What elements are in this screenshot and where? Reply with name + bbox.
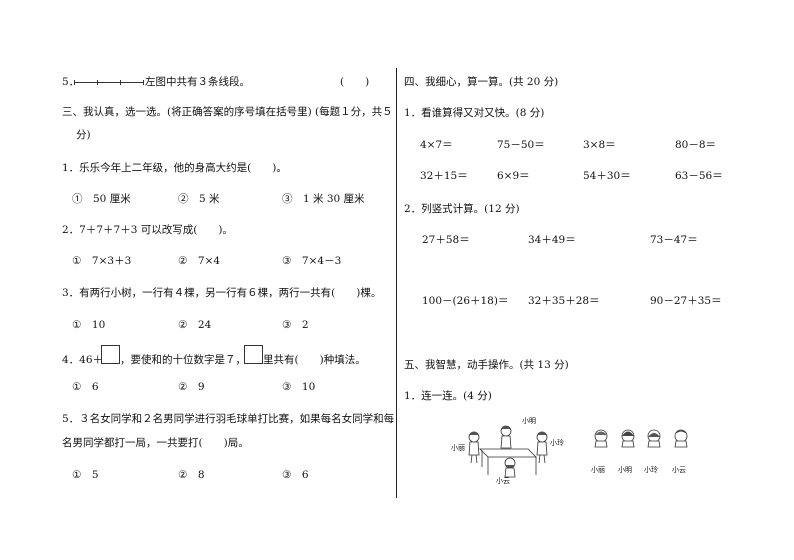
kid-label: 小丽: [451, 444, 465, 452]
vertical-calc-item: 34＋49＝: [528, 234, 576, 246]
section3-title: 三、我认真，选一选。(将正确答案的序号填在括号里) (每题１分，共５: [62, 106, 393, 118]
q5-number: 5．: [62, 76, 80, 88]
q5-text: 左图中共有３条线段。: [145, 76, 250, 88]
choice-q1-opt-a[interactable]: ① 50 厘米: [72, 193, 131, 205]
column-divider: [396, 68, 397, 498]
choice-q2: 2．7＋7＋7＋3 可以改写成( )。: [62, 224, 233, 236]
view-label: 小云: [672, 466, 686, 474]
choice-q3-opt-b[interactable]: ② 24: [178, 319, 212, 331]
calc-item: 54＋30＝: [583, 170, 631, 182]
blank-box[interactable]: [101, 345, 120, 364]
calc-item: 6×9＝: [497, 170, 530, 182]
view-figure-2: [621, 429, 635, 448]
choice-q5-opt-a[interactable]: ① 5: [72, 469, 99, 481]
choice-q4-opt-b[interactable]: ② 9: [178, 381, 205, 393]
kid-label: 小明: [522, 417, 536, 425]
choice-q4-opt-a[interactable]: ① 6: [72, 381, 99, 393]
kid-label: 小云: [496, 477, 510, 485]
vertical-calc-item: 27＋58＝: [422, 234, 470, 246]
vertical-calc-item: 90－27＋35＝: [650, 295, 722, 307]
choice-q5: 5．３名女同学和２名男同学进行羽毛球单打比赛，如果每名女同学和每: [62, 413, 395, 425]
calc-q2-title: 2．列竖式计算。(12 分): [404, 203, 520, 215]
calc-q1-title: 1．看谁算得又对又快。(8 分): [404, 107, 545, 119]
view-figure-4: [674, 429, 688, 448]
view-figure-1: [594, 429, 608, 448]
calc-item: 4×7＝: [420, 139, 453, 151]
calc-item: 80－8＝: [675, 139, 717, 151]
children-table-illustration: [468, 425, 548, 478]
choice-q2-opt-a[interactable]: ① 7×3＋3: [72, 255, 132, 267]
choice-q4-part1: 4．46＋2: [62, 354, 110, 366]
choice-q3-opt-c[interactable]: ③ 2: [282, 319, 309, 331]
vertical-calc-item: 73－47＝: [650, 234, 698, 246]
kid-label: 小玲: [550, 439, 564, 447]
calc-item: 63－56＝: [675, 170, 723, 182]
view-label: 小玲: [644, 466, 658, 474]
calc-item: 3×8＝: [583, 139, 616, 151]
section3-title-cont: 分): [76, 129, 91, 141]
choice-q1-opt-b[interactable]: ② 5 米: [178, 193, 220, 205]
view-label: 小明: [618, 466, 632, 474]
choice-q4-opt-c[interactable]: ③ 10: [282, 381, 316, 393]
choice-q4-part3: 里共有( )种填法。: [263, 354, 366, 366]
choice-q5-opt-b[interactable]: ② 8: [178, 469, 205, 481]
calc-item: 75－50＝: [497, 139, 545, 151]
choice-q1-opt-c[interactable]: ③ 1 米 30 厘米: [282, 193, 365, 205]
view-label: 小丽: [591, 466, 605, 474]
choice-q3-opt-a[interactable]: ① 10: [72, 319, 106, 331]
section5-title: 五、我智慧，动手操作。(共 13 分): [404, 359, 569, 371]
q5-answer-paren[interactable]: ( ): [340, 76, 370, 88]
choice-q5-cont: 名男同学都打一局，一共要打( )局。: [62, 437, 249, 449]
choice-q3: 3．有两行小树，一行有４棵，另一行有６棵，两行一共有( )棵。: [62, 287, 382, 299]
vertical-calc-item: 32＋35＋28＝: [528, 295, 600, 307]
choice-q1: 1．乐乐今年上二年级，他的身高大约是( )。: [62, 162, 287, 174]
choice-q4-part2: ，要使和的十位数字是７，: [120, 354, 246, 366]
vertical-calc-item: 100－(26＋18)＝: [422, 295, 509, 307]
choice-q2-opt-c[interactable]: ③ 7×4－3: [282, 255, 342, 267]
blank-box[interactable]: [244, 345, 263, 364]
view-figure-3: [647, 429, 661, 448]
choice-q5-opt-c[interactable]: ③ 6: [282, 469, 309, 481]
choice-q2-opt-b[interactable]: ② 7×4: [178, 255, 221, 267]
section4-title: 四、我细心，算一算。(共 20 分): [404, 76, 559, 88]
calc-item: 32＋15＝: [420, 170, 468, 182]
connect-q1-title: 1．连一连。(4 分): [404, 390, 492, 402]
